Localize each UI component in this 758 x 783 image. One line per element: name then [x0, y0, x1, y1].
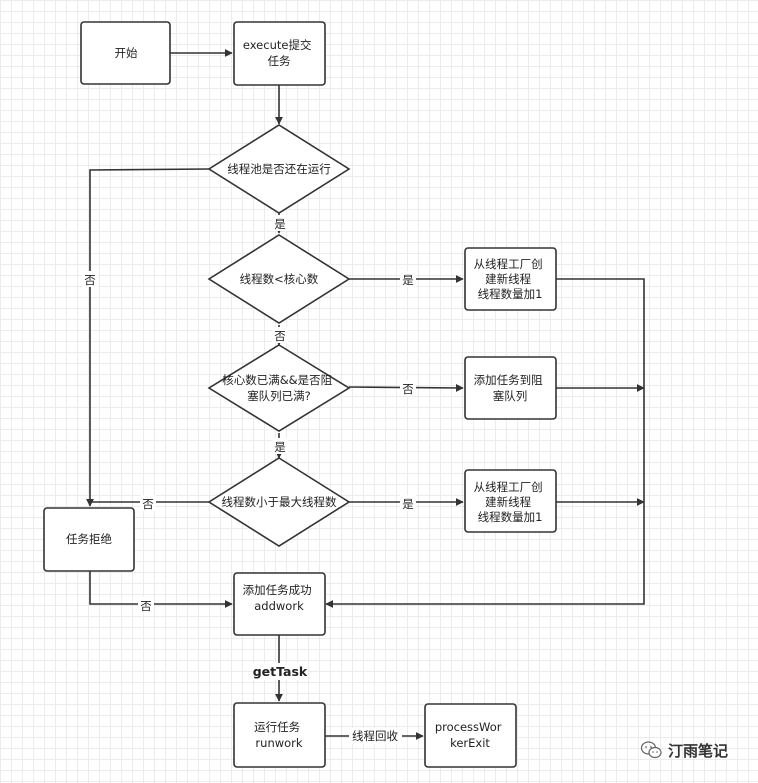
- label-yes-core: 是: [400, 271, 416, 287]
- label-get-task: getTask: [252, 663, 308, 680]
- svg-text:从线程工厂创 建新线程 线程: 从线程工厂创 建新线程 线程数量加1: [474, 480, 547, 524]
- svg-text:processWor kerExit: processWor kerExit: [435, 720, 505, 750]
- watermark-text: 汀雨笔记: [668, 741, 729, 760]
- label-yes-queue: 是: [272, 438, 288, 454]
- svg-text:是: 是: [402, 497, 414, 511]
- svg-text:否: 否: [402, 382, 414, 396]
- wechat-icon: [640, 741, 662, 759]
- label-yes-running: 是: [272, 215, 288, 231]
- node-lt-core: 线程数<核心数: [207, 234, 351, 324]
- node-reject: 任务拒绝: [43, 507, 135, 572]
- label-no-running: 否: [82, 271, 98, 287]
- svg-text:线程回收: 线程回收: [352, 729, 398, 743]
- node-runwork: 运行任务 runwork: [233, 702, 326, 768]
- svg-text:从线程工厂创 建新线程 线程: 从线程工厂创 建新线程 线程数量加1: [474, 257, 547, 301]
- svg-text:任务拒绝: 任务拒绝: [66, 532, 112, 546]
- svg-text:getTask: getTask: [253, 664, 308, 679]
- svg-text:线程池是否还在运行: 线程池是否还在运行: [227, 162, 331, 176]
- svg-text:execute提交 任务: execute提交 任务: [243, 38, 315, 68]
- svg-text:否: 否: [274, 329, 286, 343]
- svg-text:开始: 开始: [115, 46, 138, 60]
- svg-text:线程数<核心数: 线程数<核心数: [240, 272, 319, 286]
- node-addwork: 添加任务成功 addwork: [233, 572, 326, 636]
- label-reject-no: 否: [138, 597, 154, 613]
- svg-text:核心数已满&&是否阻 塞队列已满?: 核心数已满&&是否阻 塞队列已满?: [222, 373, 336, 403]
- node-pool-running: 线程池是否还在运行: [207, 124, 351, 214]
- svg-text:是: 是: [274, 217, 286, 231]
- label-no-max: 否: [140, 495, 156, 511]
- node-create-worker-1: 从线程工厂创 建新线程 线程数量加1: [464, 247, 557, 311]
- label-thread-recycle: 线程回收: [349, 728, 402, 744]
- svg-text:线程数小于最大线程数: 线程数小于最大线程数: [222, 495, 337, 509]
- svg-text:运行任务 runwork: 运行任务 runwork: [254, 720, 304, 750]
- node-enqueue: 添加任务到阻 塞队列: [464, 356, 557, 420]
- svg-text:是: 是: [274, 440, 286, 454]
- node-lt-max: 线程数小于最大线程数: [207, 457, 351, 547]
- node-start: 开始: [80, 21, 171, 85]
- label-yes-max: 是: [400, 495, 416, 511]
- edge-labels: 是 否 是 否 否 是 是 否: [82, 215, 416, 744]
- svg-text:否: 否: [84, 273, 96, 287]
- svg-text:添加任务到阻 塞队列: 添加任务到阻 塞队列: [474, 373, 547, 403]
- svg-text:否: 否: [140, 599, 152, 613]
- nodes: 开始 execute提交 任务 线程池是否还在运行 线程数<核心数: [43, 21, 557, 768]
- edge-reject-addwork: [89, 571, 233, 608]
- svg-text:添加任务成功 addwork: 添加任务成功 addwork: [243, 583, 316, 613]
- node-create-worker-2: 从线程工厂创 建新线程 线程数量加1: [464, 469, 557, 533]
- edge-worker1-addwork: [325, 278, 645, 608]
- node-execute: execute提交 任务: [233, 21, 326, 86]
- node-core-full-queue: 核心数已满&&是否阻 塞队列已满?: [207, 344, 351, 432]
- svg-text:是: 是: [402, 273, 414, 287]
- edge-pool-reject: [86, 168, 210, 507]
- label-no-core: 否: [272, 327, 288, 343]
- svg-text:否: 否: [142, 497, 154, 511]
- node-process-worker-exit: processWor kerExit: [424, 703, 517, 768]
- edges: [86, 49, 645, 740]
- watermark: 汀雨笔记: [640, 738, 728, 762]
- label-no-queue: 否: [400, 380, 416, 396]
